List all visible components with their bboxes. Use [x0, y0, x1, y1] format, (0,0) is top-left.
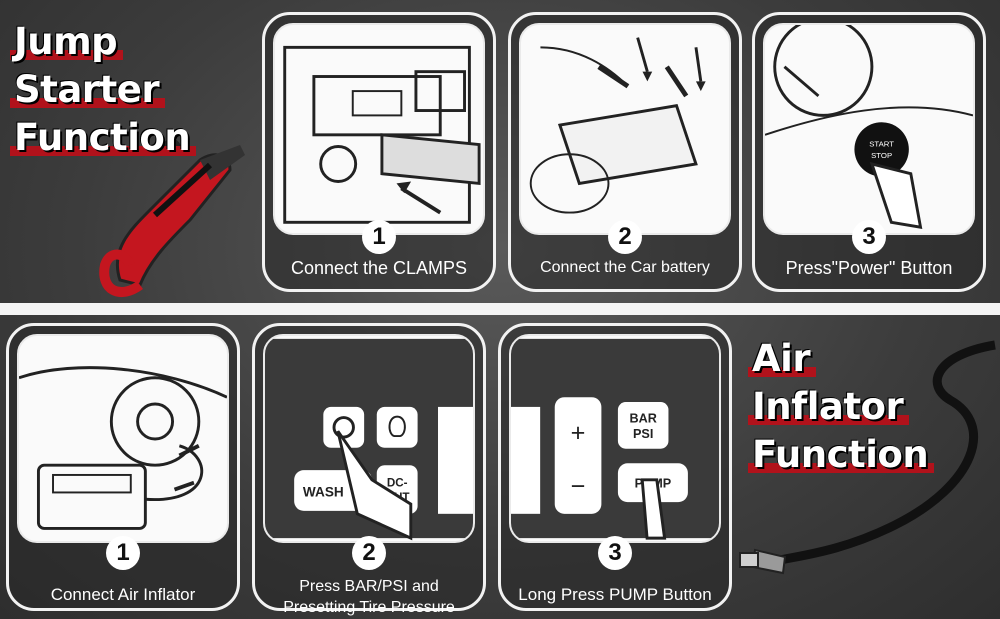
step-caption: Connect Air Inflator — [50, 585, 196, 604]
bar-label: BAR — [630, 411, 657, 425]
air-hose-image — [739, 340, 996, 575]
jump-starter-title: Jump Starter Function — [9, 18, 197, 162]
air-inflator-section: 1 Connect Air Inflator WASH DC- OUT 2 Pr… — [0, 315, 1000, 619]
title-line: Inflator — [747, 383, 910, 431]
jump-step-1-illustration — [273, 23, 485, 235]
jump-step-2-illustration — [519, 23, 731, 235]
minus-label: − — [571, 472, 586, 500]
title-line: Air — [747, 335, 817, 383]
title-line: Starter — [9, 66, 166, 114]
step-caption: Connect the CLAMPS — [290, 258, 468, 278]
jump-step-1-card: 1 Connect the CLAMPS — [262, 12, 496, 292]
air-step-2-illustration: WASH DC- OUT — [263, 334, 475, 543]
start-label: START — [869, 139, 894, 148]
jump-step-3-card: START STOP 3 Press"Power" Button — [752, 12, 986, 292]
air-step-1-illustration — [17, 334, 229, 543]
plus-label: + — [571, 419, 586, 447]
jump-step-3-illustration: START STOP — [763, 23, 975, 235]
air-step-1-card: 1 Connect Air Inflator — [6, 323, 240, 611]
step-caption: Press BAR/PSI and Presetting Tire Pressu… — [255, 576, 483, 618]
step-number-badge: 2 — [608, 220, 642, 254]
step-caption: Connect the Car battery — [540, 259, 710, 276]
air-step-3-card: + − BAR PSI PUMP 3 Long Press PUMP Butto… — [498, 323, 732, 611]
dc-out-label: DC- — [387, 477, 408, 490]
title-line: Jump — [9, 18, 124, 66]
air-inflator-title: Air Inflator Function — [747, 335, 935, 479]
step-number-badge: 3 — [598, 536, 632, 570]
stop-label: STOP — [871, 151, 892, 160]
psi-label: PSI — [633, 427, 653, 441]
jump-starter-section: Jump Starter Function 1 Connect the CLAM… — [0, 0, 1000, 303]
step-number-badge: 2 — [352, 536, 386, 570]
step-number-badge: 1 — [106, 536, 140, 570]
caption-line: Presetting Tire Pressure — [283, 599, 455, 616]
step-caption: Press"Power" Button — [785, 258, 953, 278]
step-number-badge: 1 — [362, 220, 396, 254]
air-step-2-card: WASH DC- OUT 2 Press BAR/PSI and Presett… — [252, 323, 486, 616]
step-caption: Long Press PUMP Button — [518, 585, 712, 604]
wash-label: WASH — [303, 484, 344, 499]
jump-step-2-card: 2 Connect the Car battery — [508, 12, 742, 292]
step-number-badge: 3 — [852, 220, 886, 254]
section-divider — [0, 303, 1000, 315]
jumper-clamp-image — [99, 140, 245, 298]
title-line: Function — [747, 431, 935, 479]
air-step-3-illustration: + − BAR PSI PUMP — [509, 334, 721, 543]
caption-line: Press BAR/PSI and — [299, 578, 439, 595]
title-line: Function — [9, 114, 197, 162]
